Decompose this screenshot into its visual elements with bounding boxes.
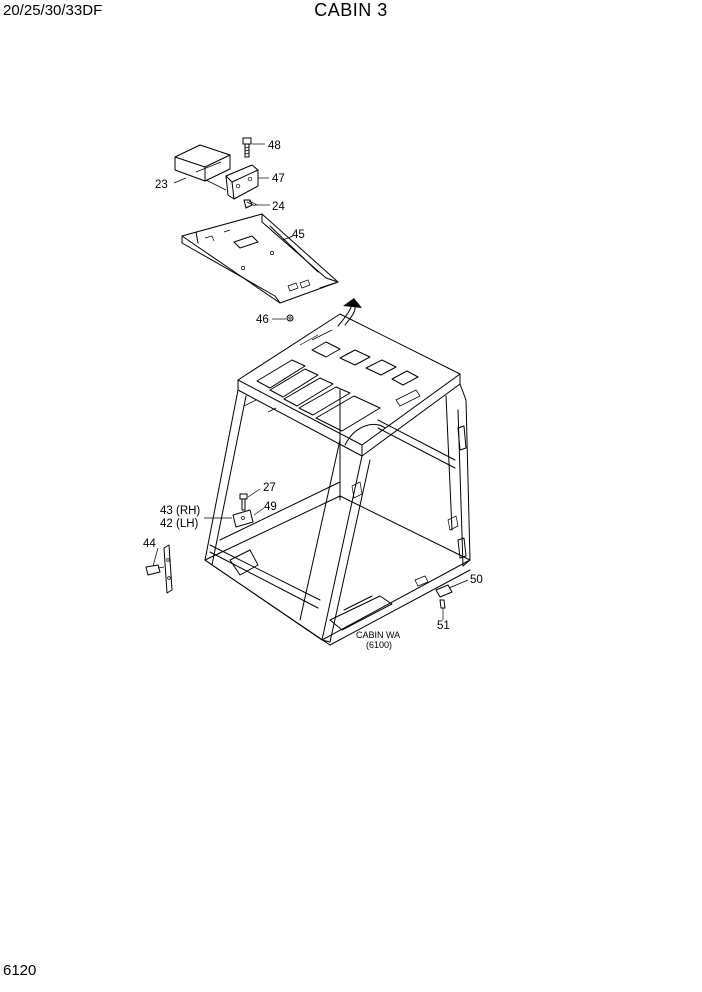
callout-24: 24 [272,201,285,213]
part-45-tray [181,213,339,304]
part-48-bolt [242,137,252,158]
callout-45: 45 [292,229,305,241]
callout-50: 50 [470,574,483,586]
callout-27: 27 [263,482,276,494]
callout-43-rh: 43 (RH) [160,505,200,517]
model-code: 20/25/30/33DF [3,2,103,19]
callout-51: 51 [437,620,450,632]
part-49-plate [232,509,254,528]
part-50-clip [435,584,453,598]
callout-46: 46 [256,314,269,326]
part-24-screw [243,199,258,209]
callout-42-lh: 42 (LH) [160,518,199,530]
part-23-box [174,144,231,182]
part-46-nut [286,314,294,322]
part-27-bolt [239,493,248,511]
reference-code: (6100) [366,640,392,650]
callout-44: 44 [143,538,156,550]
callout-48: 48 [268,140,281,152]
leader-lines [152,143,469,620]
part-47-bracket [225,164,259,200]
callout-23: 23 [155,179,168,191]
callout-49: 49 [264,501,277,513]
lift-arrow-icon [337,298,362,327]
page-title: CABIN 3 [314,0,388,20]
callout-47: 47 [272,173,285,185]
cabin-frame [204,313,471,646]
reference-label: CABIN WA [356,630,400,640]
part-51-screw [439,599,446,609]
page-number: 6120 [3,962,37,979]
part-44-hinge [145,544,173,594]
